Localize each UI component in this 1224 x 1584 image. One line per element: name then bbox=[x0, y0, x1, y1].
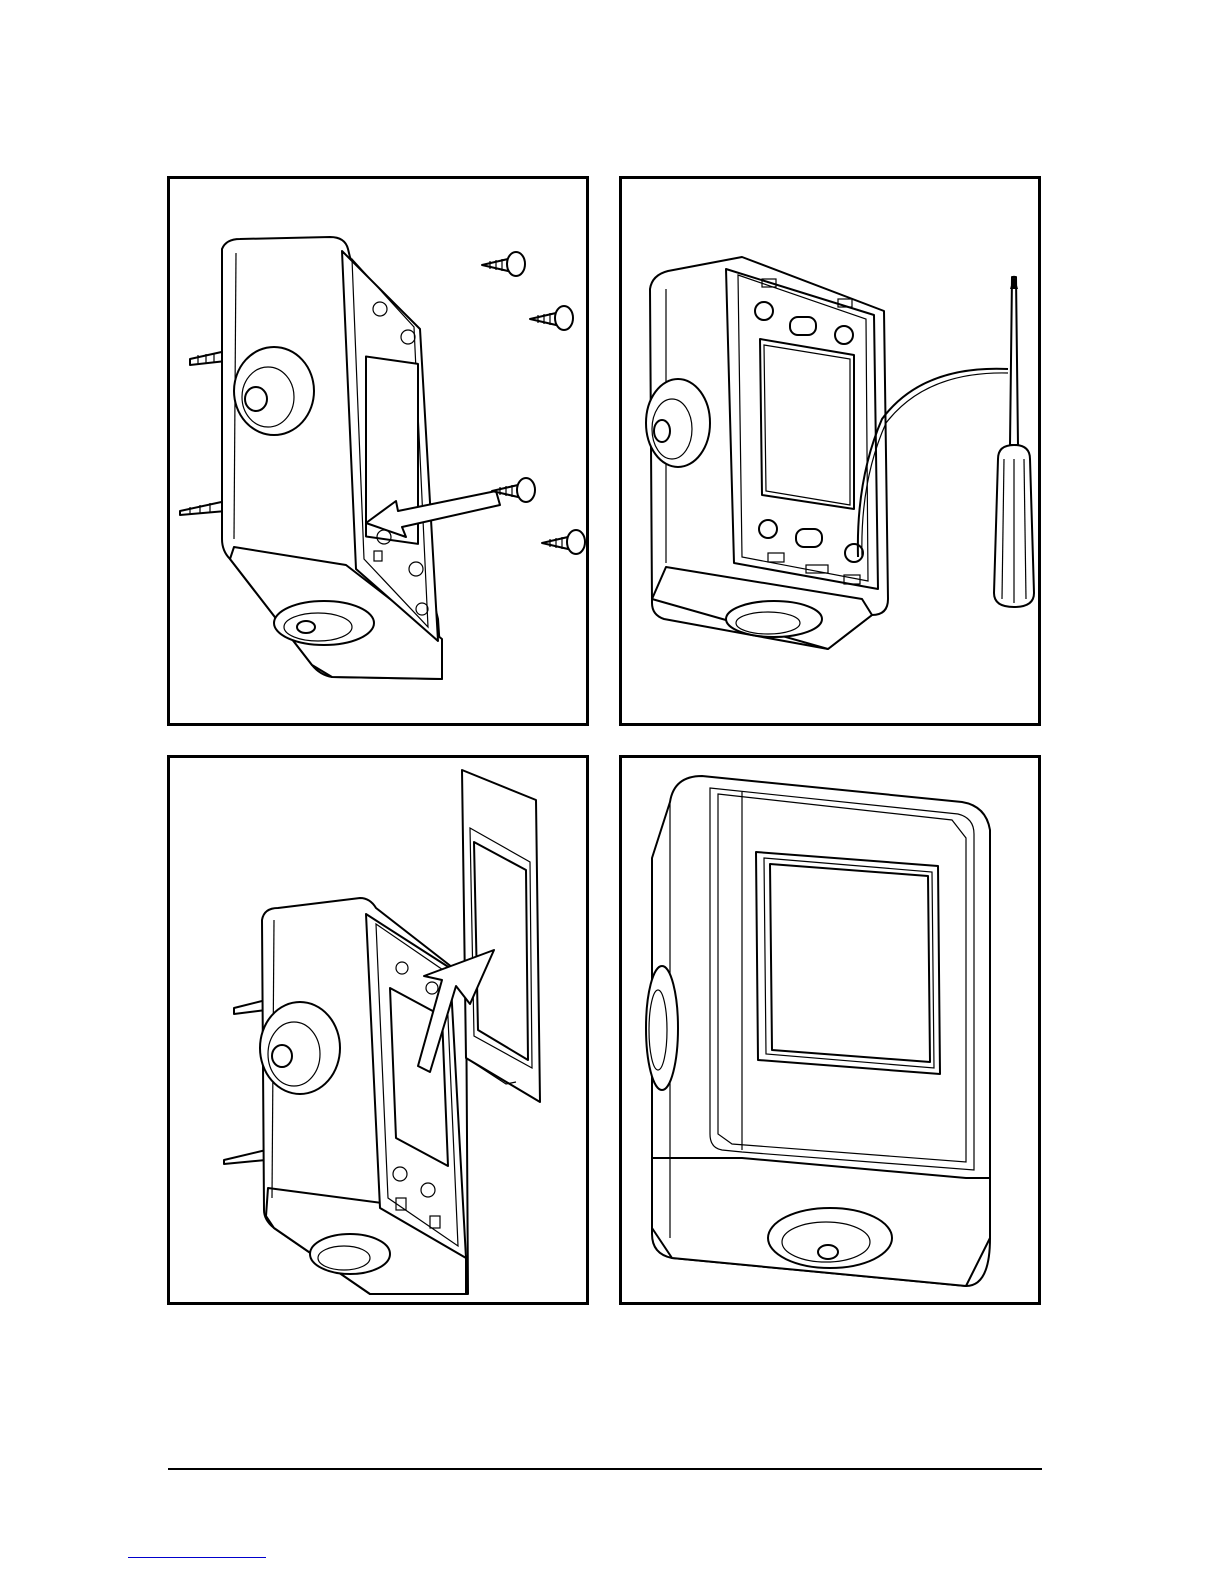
knob-icon bbox=[726, 601, 822, 637]
knob-icon bbox=[234, 347, 314, 435]
screw-icon bbox=[482, 252, 525, 276]
knob-icon bbox=[646, 379, 710, 467]
display-window bbox=[756, 852, 940, 1074]
step-1-panel bbox=[167, 176, 589, 726]
step-3-panel bbox=[167, 755, 589, 1305]
knob-icon bbox=[260, 1002, 340, 1094]
wall-plug-icon bbox=[180, 351, 226, 515]
knob-icon bbox=[646, 966, 678, 1090]
step-3-illustration bbox=[170, 758, 586, 1302]
screwdriver-icon bbox=[994, 275, 1034, 607]
step-4-panel bbox=[619, 755, 1041, 1305]
wall-plug-icon bbox=[224, 1000, 266, 1164]
front-plate bbox=[726, 269, 878, 589]
knob-icon bbox=[310, 1234, 390, 1274]
step-4-illustration bbox=[622, 758, 1038, 1302]
footer-rule bbox=[168, 1468, 1042, 1470]
knob-icon bbox=[768, 1208, 892, 1268]
screw-icon bbox=[542, 530, 585, 554]
screw-icon bbox=[530, 306, 573, 330]
front-frame bbox=[462, 770, 540, 1102]
knob-icon bbox=[274, 601, 374, 645]
footer-link-underline[interactable] bbox=[128, 1557, 266, 1558]
step-2-illustration bbox=[622, 179, 1038, 723]
step-1-illustration bbox=[170, 179, 586, 723]
step-2-panel bbox=[619, 176, 1041, 726]
